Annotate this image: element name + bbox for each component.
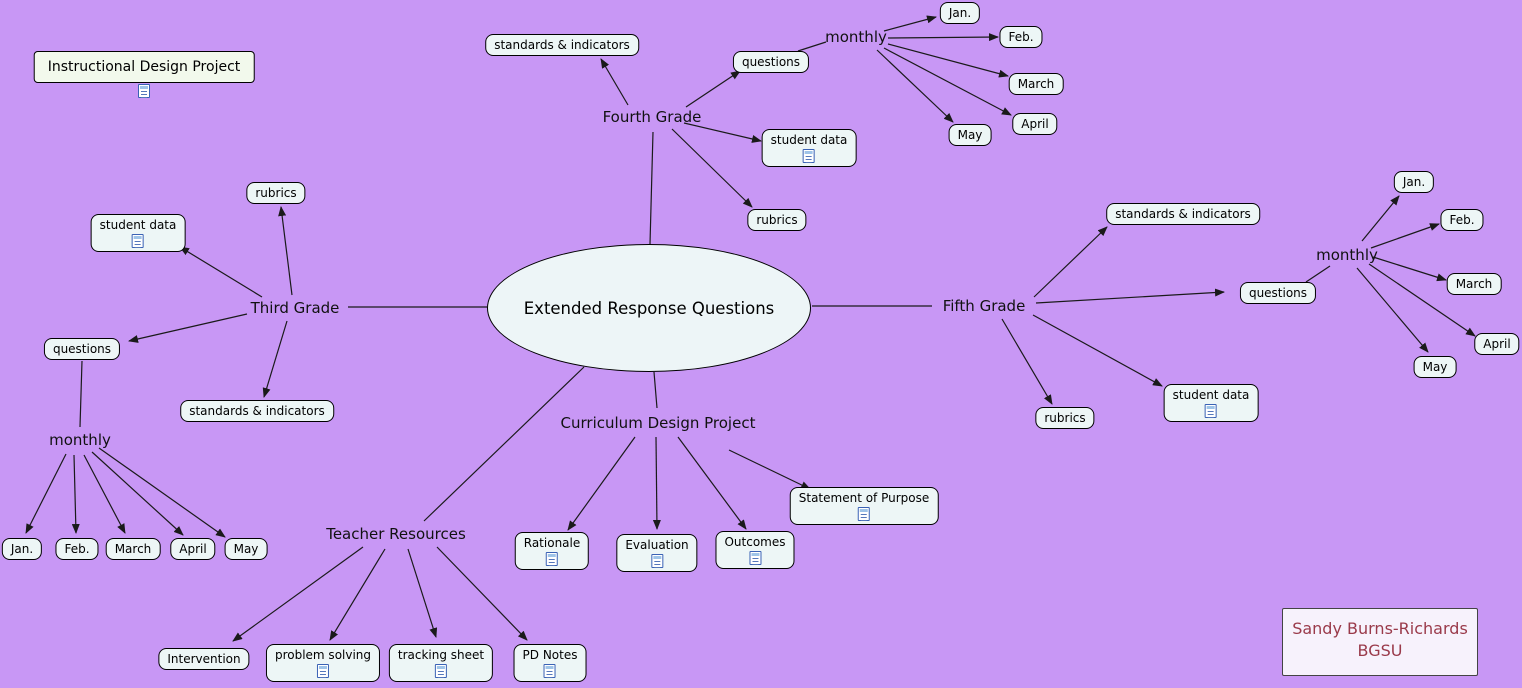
branch-label-fourth-grade[interactable]: Fourth Grade — [602, 108, 702, 126]
node-tracking-sheet[interactable]: tracking sheet — [388, 644, 494, 682]
document-resource-icon[interactable] — [545, 552, 558, 566]
branch-label-teacher-resources[interactable]: Teacher Resources — [326, 525, 466, 543]
node-label: student data — [1172, 388, 1250, 402]
node-label: questions — [741, 55, 801, 69]
node-label: standards & indicators — [189, 404, 325, 418]
node-rubrics-fourth[interactable]: rubrics — [747, 209, 807, 231]
node-month-jan-third[interactable]: Jan. — [1, 538, 43, 560]
node-month-march-fourth[interactable]: March — [1008, 73, 1064, 95]
document-resource-icon[interactable] — [435, 664, 447, 678]
node-questions-fifth[interactable]: questions — [1239, 282, 1317, 304]
node-label: PD Notes — [522, 648, 578, 662]
node-questions-third[interactable]: questions — [43, 338, 121, 360]
document-resource-icon[interactable] — [317, 664, 329, 678]
node-outcomes[interactable]: Outcomes — [715, 531, 795, 569]
node-label: questions — [52, 342, 112, 356]
node-month-april-third[interactable]: April — [170, 538, 216, 560]
node-student-data-third[interactable]: student data — [90, 214, 186, 252]
document-resource-icon[interactable] — [543, 664, 556, 678]
document-resource-icon[interactable] — [650, 554, 663, 568]
node-month-feb-fifth[interactable]: Feb. — [1440, 209, 1484, 231]
node-label: rubrics — [1044, 411, 1086, 425]
node-intervention[interactable]: Intervention — [158, 648, 250, 670]
node-label: April — [1021, 117, 1049, 131]
node-pd-notes[interactable]: PD Notes — [513, 644, 587, 682]
center-node-extended-response-questions[interactable]: Extended Response Questions — [487, 244, 811, 372]
node-label: Feb. — [1449, 213, 1475, 227]
node-rationale[interactable]: Rationale — [514, 532, 590, 570]
node-standards-indicators-third[interactable]: standards & indicators — [180, 400, 334, 422]
branch-label-third-grade[interactable]: Third Grade — [250, 299, 340, 317]
node-month-feb-third[interactable]: Feb. — [55, 538, 99, 560]
center-node-label: Extended Response Questions — [523, 298, 775, 318]
node-label: Jan. — [10, 542, 34, 556]
node-label: Feb. — [1008, 30, 1034, 44]
node-label: student data — [99, 218, 177, 232]
node-label: March — [114, 542, 152, 556]
node-rubrics-third[interactable]: rubrics — [246, 182, 306, 204]
node-month-april-fourth[interactable]: April — [1012, 113, 1058, 135]
node-questions-fourth[interactable]: questions — [732, 51, 810, 73]
node-label: Jan. — [1402, 175, 1426, 189]
node-label: Intervention — [167, 652, 241, 666]
node-student-data-fifth[interactable]: student data — [1163, 384, 1259, 422]
node-month-feb-fourth[interactable]: Feb. — [999, 26, 1043, 48]
node-label: rubrics — [756, 213, 798, 227]
node-label: questions — [1248, 286, 1308, 300]
node-label: April — [179, 542, 207, 556]
author-name: Sandy Burns-Richards — [1292, 619, 1468, 638]
label-monthly-fourth[interactable]: monthly — [825, 28, 887, 46]
node-month-may-third[interactable]: May — [224, 538, 268, 560]
node-label: Statement of Purpose — [798, 491, 930, 505]
node-label: Outcomes — [724, 535, 786, 549]
node-label: Feb. — [64, 542, 90, 556]
node-label: Jan. — [948, 6, 972, 20]
node-label: tracking sheet — [397, 648, 485, 662]
node-label: Instructional Design Project — [47, 59, 241, 75]
node-label: standards & indicators — [494, 38, 630, 52]
author-org: BGSU — [1357, 640, 1403, 660]
branch-label-fifth-grade[interactable]: Fifth Grade — [942, 297, 1026, 315]
branch-label-curriculum-design-project[interactable]: Curriculum Design Project — [560, 414, 756, 432]
node-month-jan-fifth[interactable]: Jan. — [1393, 171, 1435, 193]
node-label: student data — [770, 133, 848, 147]
document-resource-icon[interactable] — [132, 234, 144, 248]
document-resource-icon[interactable] — [749, 551, 761, 565]
node-label: Rationale — [523, 536, 581, 550]
label-monthly-fifth[interactable]: monthly — [1316, 246, 1378, 264]
document-resource-icon[interactable] — [1205, 404, 1217, 418]
node-instructional-design-project[interactable]: Instructional Design Project — [33, 51, 255, 83]
document-resource-icon[interactable] — [138, 84, 150, 98]
node-label: March — [1017, 77, 1055, 91]
node-label: rubrics — [255, 186, 297, 200]
node-label: Evaluation — [625, 538, 689, 552]
label-monthly-third[interactable]: monthly — [49, 431, 111, 449]
node-month-may-fourth[interactable]: May — [948, 124, 992, 146]
node-label: problem solving — [274, 648, 372, 662]
author-box[interactable]: Sandy Burns-Richards BGSU — [1282, 608, 1478, 676]
node-rubrics-fifth[interactable]: rubrics — [1035, 407, 1095, 429]
node-label: May — [233, 542, 259, 556]
node-label: March — [1455, 277, 1493, 291]
node-label: May — [957, 128, 983, 142]
node-month-april-fifth[interactable]: April — [1474, 333, 1520, 355]
node-label: standards & indicators — [1115, 207, 1251, 221]
node-evaluation[interactable]: Evaluation — [616, 534, 698, 572]
node-problem-solving[interactable]: problem solving — [265, 644, 381, 682]
document-resource-icon[interactable] — [858, 507, 870, 521]
node-standards-indicators-fourth[interactable]: standards & indicators — [485, 34, 639, 56]
node-month-may-fifth[interactable]: May — [1413, 356, 1457, 378]
node-statement-of-purpose[interactable]: Statement of Purpose — [789, 487, 939, 525]
node-standards-indicators-fifth[interactable]: standards & indicators — [1106, 203, 1260, 225]
node-student-data-fourth[interactable]: student data — [761, 129, 857, 167]
node-label: April — [1483, 337, 1511, 351]
document-resource-icon[interactable] — [803, 149, 815, 163]
node-month-jan-fourth[interactable]: Jan. — [939, 2, 981, 24]
node-month-march-fifth[interactable]: March — [1446, 273, 1502, 295]
node-label: May — [1422, 360, 1448, 374]
node-month-march-third[interactable]: March — [105, 538, 161, 560]
